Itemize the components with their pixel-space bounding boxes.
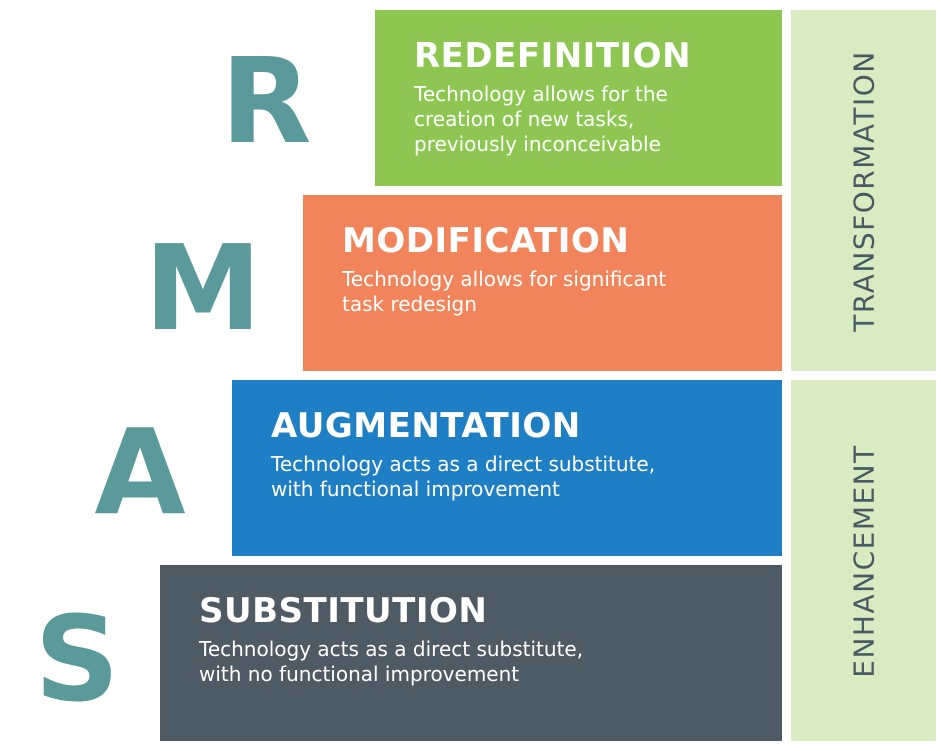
letter-s: S xyxy=(34,590,120,728)
level-augmentation: AUGMENTATION Technology acts as a direct… xyxy=(232,380,782,556)
level-title: REDEFINITION xyxy=(414,36,692,76)
level-description: Technology allows for the creation of ne… xyxy=(414,82,668,156)
level-description: Technology allows for significant task r… xyxy=(342,267,667,316)
level-title: AUGMENTATION xyxy=(271,406,581,446)
letter-r: R xyxy=(220,32,312,170)
level-description: Technology acts as a direct substitute, … xyxy=(199,637,584,686)
level-title: MODIFICATION xyxy=(342,221,630,261)
group-transformation: TRANSFORMATION xyxy=(791,10,936,371)
level-redefinition: REDEFINITION Technology allows for the c… xyxy=(375,10,782,186)
level-description: Technology acts as a direct substitute, … xyxy=(271,452,656,501)
group-label: TRANSFORMATION xyxy=(847,49,880,332)
group-enhancement: ENHANCEMENT xyxy=(791,380,936,741)
level-title: SUBSTITUTION xyxy=(199,591,488,631)
level-modification: MODIFICATION Technology allows for signi… xyxy=(303,195,782,371)
letter-m: M xyxy=(144,219,262,357)
group-label: ENHANCEMENT xyxy=(847,443,880,678)
letter-a: A xyxy=(94,403,186,541)
level-substitution: SUBSTITUTION Technology acts as a direct… xyxy=(160,565,782,741)
